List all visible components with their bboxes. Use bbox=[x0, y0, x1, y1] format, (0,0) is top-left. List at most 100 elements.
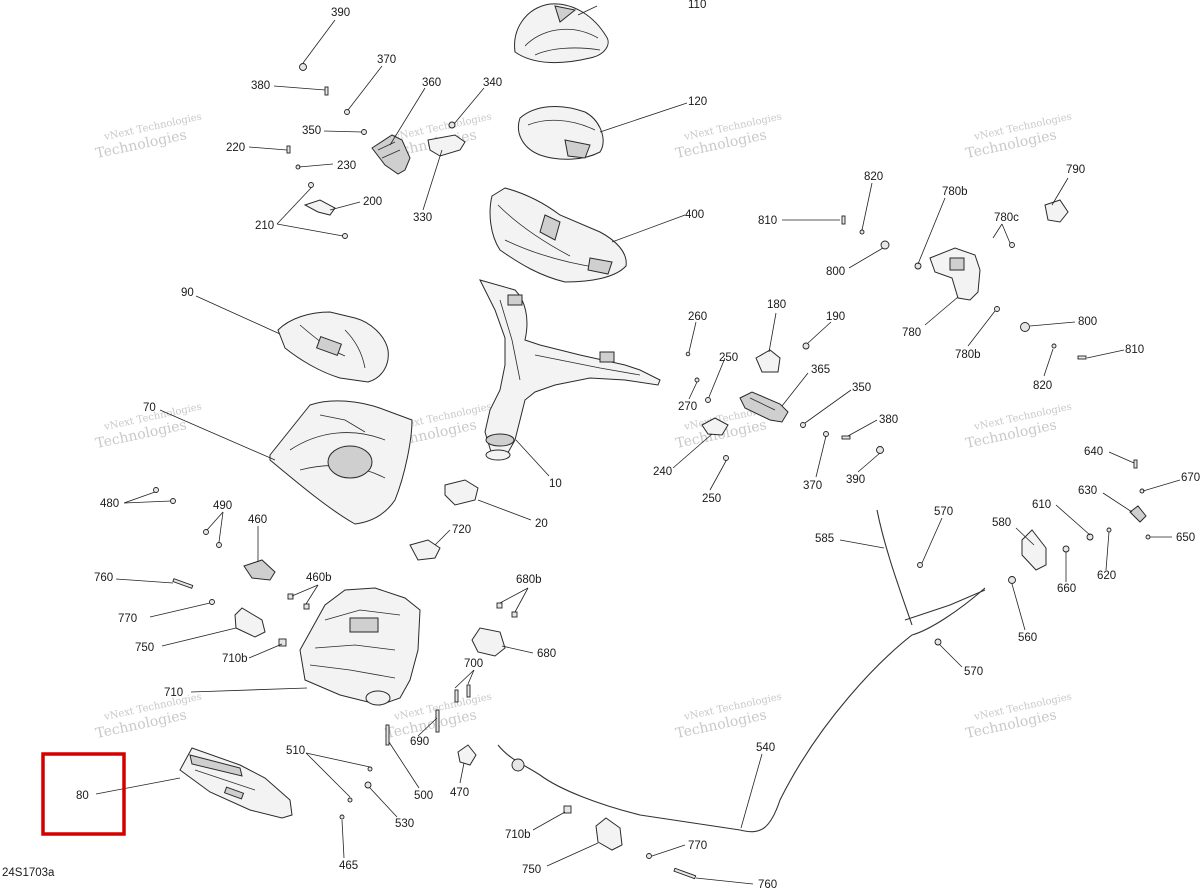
callout-180[interactable]: 180 bbox=[767, 299, 786, 311]
callout-560[interactable]: 560 bbox=[1018, 632, 1037, 644]
callout-570-b[interactable]: 570 bbox=[964, 666, 983, 678]
part-580-sleeve[interactable] bbox=[1021, 529, 1047, 571]
nut-680b-b[interactable] bbox=[511, 611, 518, 618]
knob-800a[interactable] bbox=[880, 240, 890, 250]
callout-540[interactable]: 540 bbox=[756, 742, 775, 754]
cable-end-540[interactable] bbox=[511, 758, 525, 772]
callout-820-b[interactable]: 820 bbox=[1033, 380, 1052, 392]
callout-500[interactable]: 500 bbox=[414, 790, 433, 802]
callout-460[interactable]: 460 bbox=[248, 514, 267, 526]
callout-210[interactable]: 210 bbox=[255, 220, 274, 232]
bolt-220[interactable] bbox=[286, 145, 291, 154]
part-750b-cylinder[interactable] bbox=[595, 817, 623, 851]
bolt-380b[interactable] bbox=[841, 435, 851, 440]
washer-350b[interactable] bbox=[800, 422, 806, 428]
bolt-810b[interactable] bbox=[1077, 355, 1087, 360]
pin-690[interactable] bbox=[435, 709, 440, 733]
part-400-cover[interactable] bbox=[489, 187, 627, 283]
bolt-760b[interactable] bbox=[673, 867, 697, 880]
callout-190[interactable]: 190 bbox=[826, 311, 845, 323]
part-200-lever[interactable] bbox=[303, 199, 336, 216]
callout-250-b[interactable]: 250 bbox=[702, 493, 721, 505]
part-120-cover[interactable] bbox=[517, 106, 604, 160]
washer-770a[interactable] bbox=[209, 599, 215, 605]
callout-380-b[interactable]: 380 bbox=[879, 414, 898, 426]
screw-780b-b[interactable] bbox=[994, 306, 1000, 312]
callout-660[interactable]: 660 bbox=[1057, 583, 1076, 595]
callout-810[interactable]: 810 bbox=[758, 215, 777, 227]
washer-370b[interactable] bbox=[823, 431, 829, 437]
bolt-810a[interactable] bbox=[841, 215, 846, 225]
pin-500[interactable] bbox=[385, 724, 390, 746]
screw-465[interactable] bbox=[339, 814, 345, 820]
screw-390[interactable] bbox=[299, 63, 307, 71]
part-240-lever[interactable] bbox=[701, 417, 729, 436]
callout-680[interactable]: 680 bbox=[537, 648, 556, 660]
callout-580[interactable]: 580 bbox=[992, 517, 1011, 529]
callout-810-b[interactable]: 810 bbox=[1125, 344, 1144, 356]
screw-780c[interactable] bbox=[1009, 242, 1015, 248]
callout-10[interactable]: 10 bbox=[549, 478, 562, 490]
screw-620[interactable] bbox=[1106, 527, 1112, 533]
callout-760[interactable]: 760 bbox=[94, 572, 113, 584]
callout-720[interactable]: 720 bbox=[452, 524, 471, 536]
callout-465[interactable]: 465 bbox=[339, 860, 358, 872]
callout-230[interactable]: 230 bbox=[337, 160, 356, 172]
callout-365[interactable]: 365 bbox=[811, 364, 830, 376]
callout-710b[interactable]: 710b bbox=[222, 653, 248, 665]
part-780-housing[interactable] bbox=[929, 247, 981, 301]
callout-330[interactable]: 330 bbox=[413, 212, 432, 224]
callout-490[interactable]: 490 bbox=[213, 500, 232, 512]
callout-790[interactable]: 790 bbox=[1066, 164, 1085, 176]
cable-540[interactable] bbox=[497, 587, 986, 833]
screw-510b[interactable] bbox=[347, 797, 353, 803]
part-360-grip[interactable] bbox=[371, 134, 411, 175]
pin-190[interactable] bbox=[802, 342, 810, 350]
screw-210a[interactable] bbox=[308, 182, 314, 188]
washer-820a[interactable] bbox=[859, 229, 865, 235]
callout-820[interactable]: 820 bbox=[864, 171, 883, 183]
screw-490b[interactable] bbox=[216, 542, 222, 548]
callout-80[interactable]: 80 bbox=[76, 790, 89, 802]
washer-770b[interactable] bbox=[646, 853, 652, 859]
callout-250[interactable]: 250 bbox=[719, 352, 738, 364]
callout-240[interactable]: 240 bbox=[653, 466, 672, 478]
part-660[interactable] bbox=[1062, 545, 1070, 553]
washer-370[interactable] bbox=[344, 109, 350, 115]
callout-770[interactable]: 770 bbox=[118, 613, 137, 625]
callout-530[interactable]: 530 bbox=[395, 818, 414, 830]
callout-200[interactable]: 200 bbox=[363, 196, 382, 208]
callout-400[interactable]: 400 bbox=[685, 209, 704, 221]
callout-640[interactable]: 640 bbox=[1084, 446, 1103, 458]
callout-510[interactable]: 510 bbox=[286, 745, 305, 757]
part-710-housing[interactable] bbox=[299, 587, 421, 706]
callout-750-b[interactable]: 750 bbox=[522, 864, 541, 876]
callout-480[interactable]: 480 bbox=[100, 498, 119, 510]
part-90-console[interactable] bbox=[277, 311, 389, 383]
knob-800b[interactable] bbox=[1020, 322, 1030, 332]
callout-120[interactable]: 120 bbox=[688, 96, 707, 108]
ring-560[interactable] bbox=[1008, 576, 1016, 584]
callout-350-b[interactable]: 350 bbox=[852, 382, 871, 394]
part-630-part[interactable] bbox=[1129, 505, 1147, 523]
part-365-grip[interactable] bbox=[739, 391, 789, 423]
nut-710b-a[interactable] bbox=[278, 638, 287, 647]
callout-20[interactable]: 20 bbox=[535, 518, 548, 530]
callout-700[interactable]: 700 bbox=[464, 658, 483, 670]
callout-630[interactable]: 630 bbox=[1078, 485, 1097, 497]
callout-270[interactable]: 270 bbox=[678, 401, 697, 413]
part-750-cylinder[interactable] bbox=[234, 607, 266, 638]
callout-710[interactable]: 710 bbox=[164, 687, 183, 699]
nut-710b-b[interactable] bbox=[563, 805, 572, 814]
part-610[interactable] bbox=[1086, 533, 1094, 541]
screw-260[interactable] bbox=[685, 351, 691, 357]
screw-480b[interactable] bbox=[170, 498, 176, 504]
part-790-clip[interactable] bbox=[1044, 199, 1069, 223]
callout-390-b[interactable]: 390 bbox=[846, 474, 865, 486]
cable-sheath[interactable] bbox=[904, 589, 986, 621]
part-10-column[interactable] bbox=[479, 279, 661, 461]
nut-460b-a[interactable] bbox=[287, 593, 294, 600]
part-460-bracket[interactable] bbox=[243, 559, 276, 581]
callout-710b-b[interactable]: 710b bbox=[505, 829, 531, 841]
callout-680b[interactable]: 680b bbox=[516, 574, 542, 586]
